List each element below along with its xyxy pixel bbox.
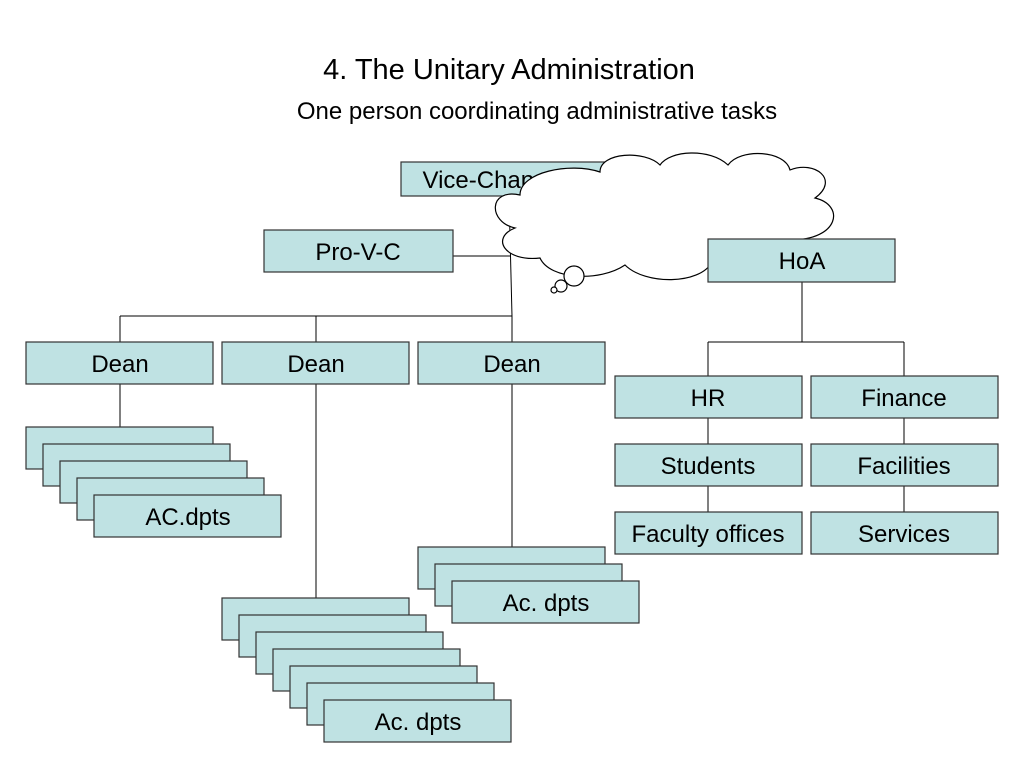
dean-label-3: Dean [483,351,540,378]
connector-lines [119,195,905,598]
hoa-box [707,238,896,283]
facilities-label: Facilities [857,453,950,480]
hoa-label: HoA [779,248,826,275]
students-label: Students [661,453,756,480]
ac-dpts-stack-middle: Ac. dpts [221,597,512,743]
facilities-box [810,443,999,487]
faculty-offices-box [614,511,803,555]
faculty-offices-label: Faculty offices [632,521,785,548]
finance-label: Finance [861,385,946,412]
ac-dpts-stack-left: AC.dpts [25,426,282,538]
students-box [614,443,803,487]
pro-vc-label: Pro-V-C [315,239,400,266]
dean-box-2 [221,341,410,385]
finance-box [810,375,999,419]
ac-dpts-box-right [451,580,640,624]
services-label: Services [858,521,950,548]
dean-box-3 [417,341,606,385]
dean-label-1: Dean [91,351,148,378]
hr-box [614,375,803,419]
slide-subtitle: One person coordinating administrative t… [296,98,778,125]
dean-label-2: Dean [287,351,344,378]
pro-vc-box [263,229,454,273]
hr-label: HR [691,385,726,412]
ac-dpts-right-label: Ac. dpts [503,590,590,617]
ac-dpts-box-left [93,494,282,538]
ac-dpts-middle-label: Ac. dpts [375,709,462,736]
ac-dpts-box-middle [323,699,512,743]
ac-dpts-left-label: AC.dpts [145,504,230,531]
slide-title: 4. The Unitary Administration [323,54,695,86]
dean-box-1 [25,341,214,385]
services-box [810,511,999,555]
ac-dpts-stack-right: Ac. dpts [417,546,640,624]
